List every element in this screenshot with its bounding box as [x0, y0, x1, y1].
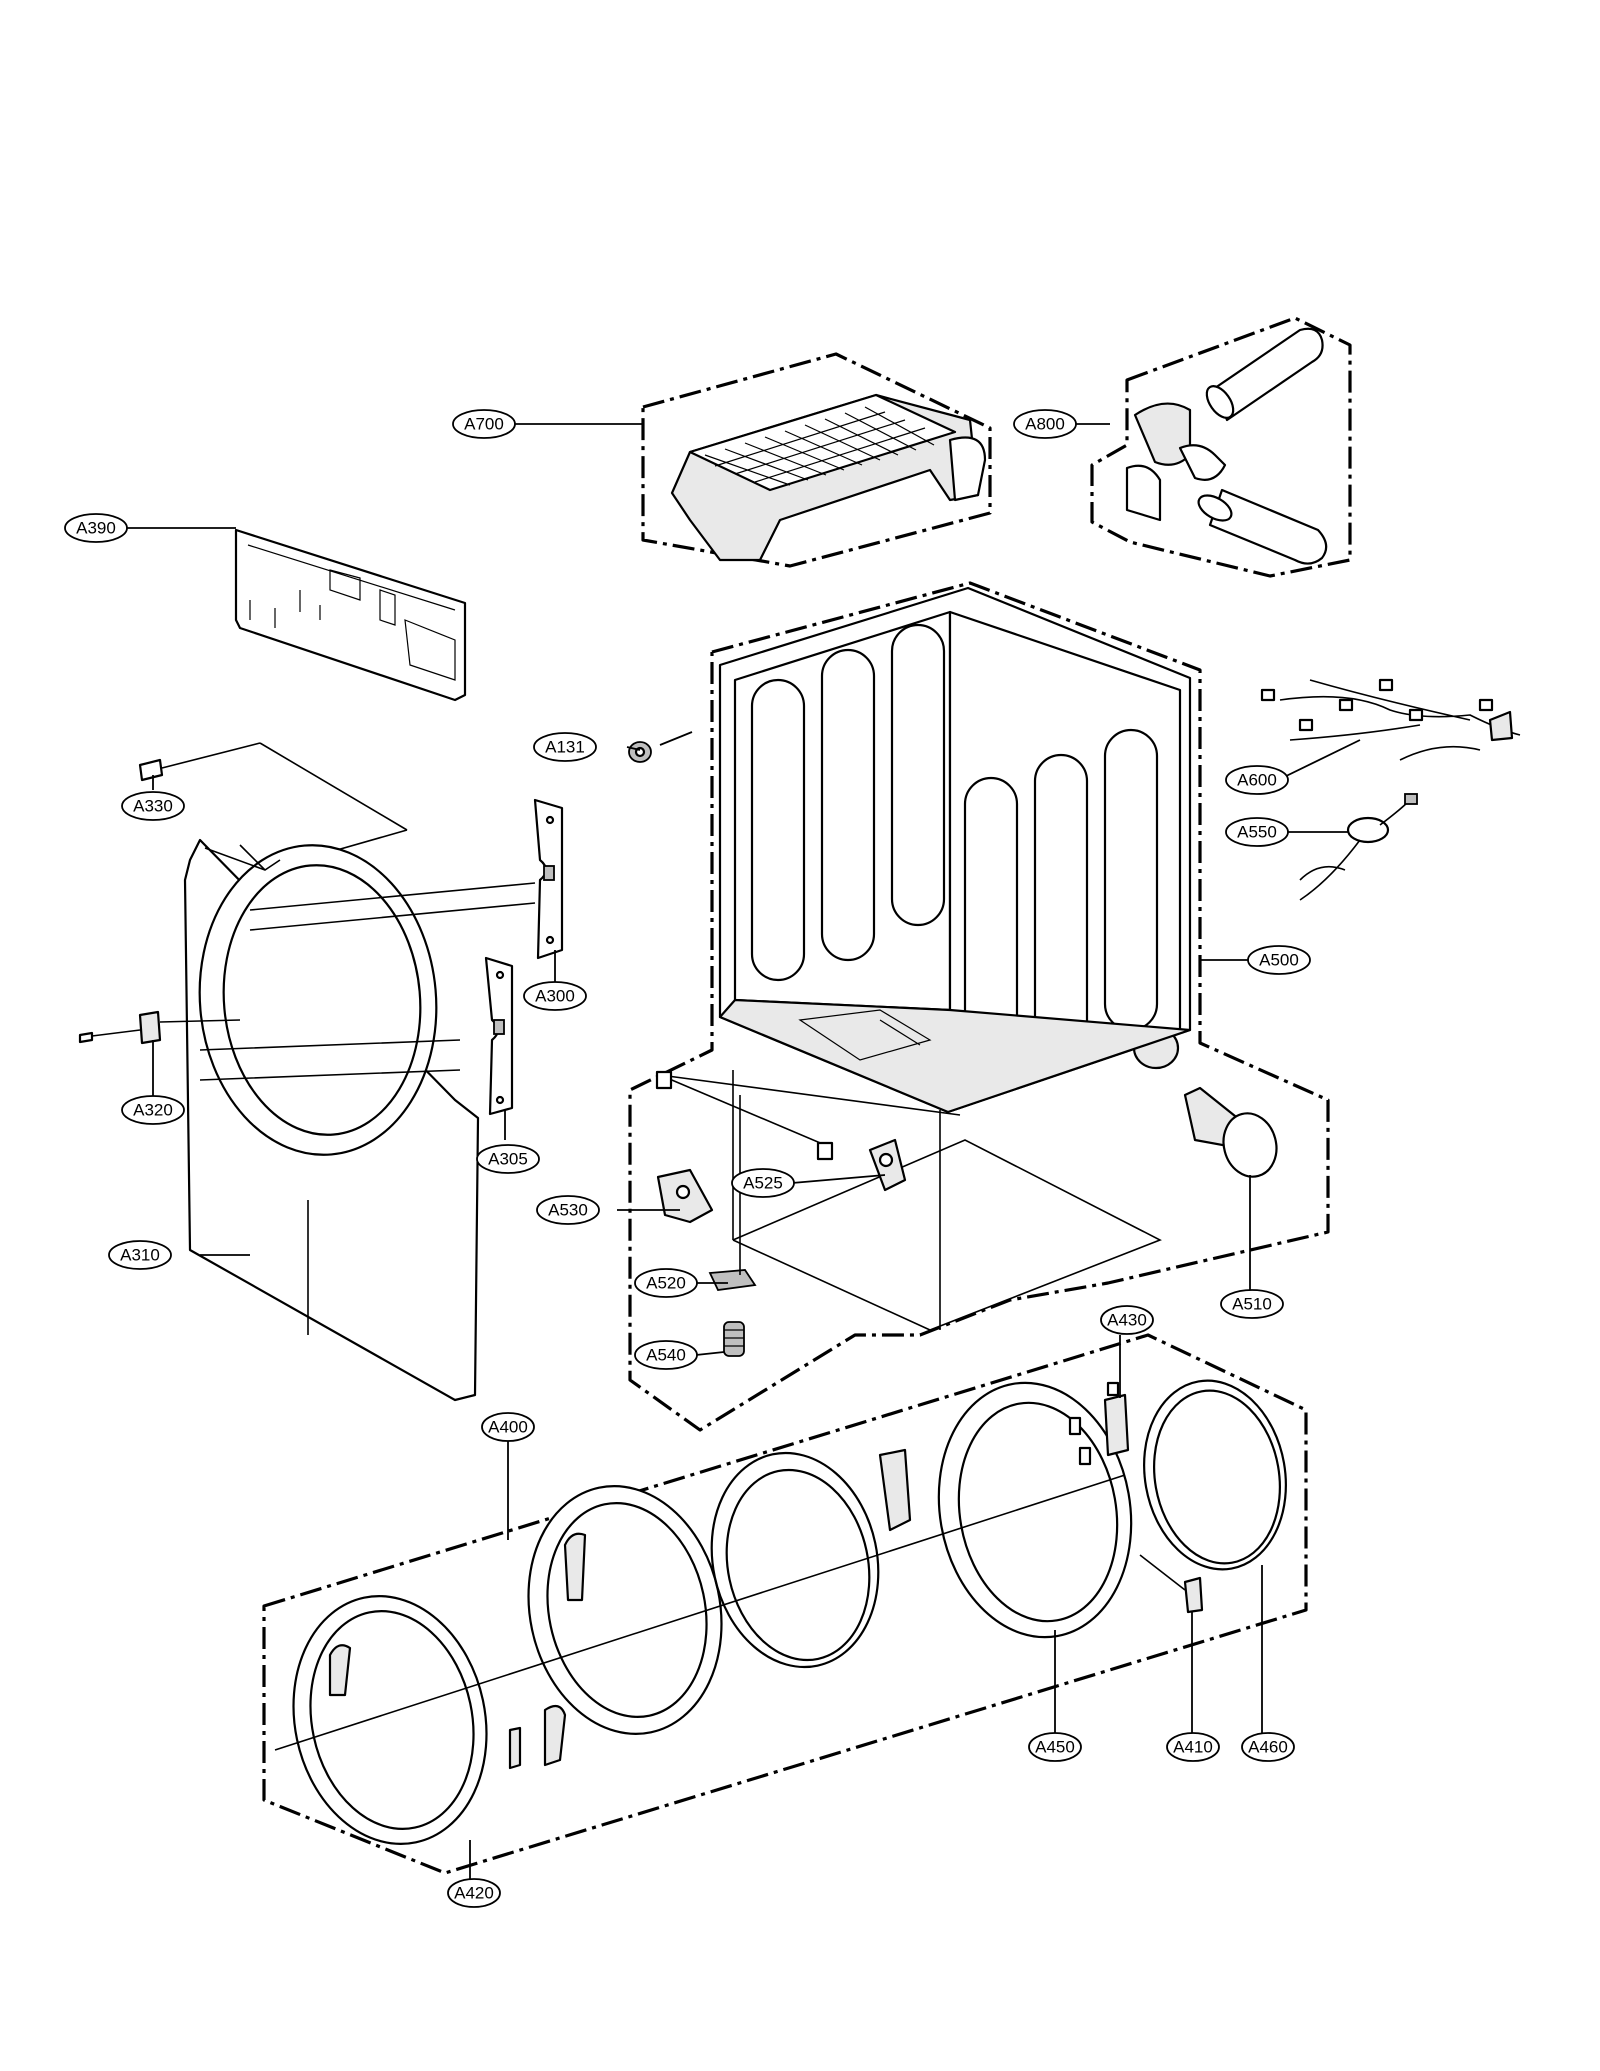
- callout-A450: A450: [1028, 1732, 1082, 1762]
- callout-label: A390: [76, 519, 116, 538]
- callout-A410: A410: [1166, 1732, 1220, 1762]
- front-panel-rails: [199, 882, 536, 1081]
- callout-A400: A400: [481, 1412, 535, 1442]
- callout-A510: A510: [1220, 1289, 1284, 1319]
- cabinet-base-frame: [655, 1070, 1162, 1331]
- callout-label: A510: [1232, 1295, 1272, 1314]
- grommet-part: [628, 731, 693, 763]
- callout-label: A420: [454, 1884, 494, 1903]
- wire-harness-part: [1260, 678, 1521, 761]
- exhaust-duct-part: [1183, 1086, 1278, 1178]
- callout-A131: A131: [533, 732, 597, 762]
- callout-label: A400: [488, 1418, 528, 1437]
- callout-label: A550: [1237, 823, 1277, 842]
- leveling-bracket-part: [868, 1138, 907, 1192]
- door-latch-part: [1139, 1554, 1204, 1614]
- cabinet-part: [628, 581, 1330, 1432]
- leveling-foot-part: [723, 1321, 745, 1357]
- callout-A520: A520: [634, 1268, 698, 1298]
- callout-A320: A320: [121, 1095, 185, 1125]
- callout-label: A310: [120, 1246, 160, 1265]
- callout-label: A460: [1248, 1738, 1288, 1757]
- door-outer-ring: [292, 1595, 488, 1845]
- callout-A330: A330: [121, 791, 185, 821]
- callout-label: A430: [1107, 1311, 1147, 1330]
- cabinet-left-ribs: [750, 623, 946, 982]
- callout-A390: A390: [64, 513, 128, 543]
- door-assembly-part: [262, 1333, 1308, 1875]
- door-handle-part: [508, 1726, 522, 1770]
- drying-rack-part: [641, 352, 992, 568]
- door-gasket-part: [1143, 1379, 1287, 1571]
- callout-label: A525: [743, 1174, 783, 1193]
- callout-label: A305: [488, 1150, 528, 1169]
- callout-label: A450: [1035, 1738, 1075, 1757]
- door-switch-part: [78, 1010, 241, 1045]
- callout-label: A500: [1259, 951, 1299, 970]
- door-inner-frame: [527, 1485, 723, 1735]
- callout-A600: A600: [1225, 765, 1289, 795]
- callout-label: A320: [133, 1101, 173, 1120]
- callout-A500: A500: [1247, 945, 1311, 975]
- door-hinge-cover: [878, 1448, 912, 1532]
- callout-A305: A305: [476, 1144, 540, 1174]
- power-cord-part: [1299, 793, 1418, 901]
- door-hinge-part: [1068, 1381, 1130, 1466]
- callout-A540: A540: [634, 1340, 698, 1370]
- callout-A550: A550: [1225, 817, 1289, 847]
- callout-A700: A700: [452, 409, 516, 439]
- lower-bracket-part: [484, 956, 514, 1116]
- callout-A300: A300: [523, 981, 587, 1011]
- callout-label: A131: [545, 738, 585, 757]
- back-panel-part: [234, 528, 467, 702]
- callout-A310: A310: [108, 1240, 172, 1270]
- callout-label: A300: [535, 987, 575, 1006]
- callout-A800: A800: [1013, 409, 1077, 439]
- duct-elbow-part: [1090, 316, 1352, 578]
- door-ring-part: [937, 1381, 1133, 1639]
- callout-label: A700: [464, 415, 504, 434]
- cabinet-right-ribs: [963, 728, 1159, 1080]
- callout-label: A520: [646, 1274, 686, 1293]
- callout-A530: A530: [536, 1195, 600, 1225]
- upper-bracket-part: [533, 798, 564, 960]
- callout-label: A540: [646, 1346, 686, 1365]
- callout-label: A600: [1237, 771, 1277, 790]
- front-panel-part: [183, 838, 480, 1402]
- callout-label: A530: [548, 1201, 588, 1220]
- door-lever-part: [543, 1704, 567, 1767]
- leader-lines: [127, 423, 1361, 1880]
- callout-label: A410: [1173, 1738, 1213, 1757]
- callout-label: A800: [1025, 415, 1065, 434]
- callout-A430: A430: [1100, 1305, 1154, 1335]
- callout-A460: A460: [1241, 1732, 1295, 1762]
- callout-A525: A525: [731, 1168, 795, 1198]
- callout-label: A330: [133, 797, 173, 816]
- callout-A420: A420: [447, 1878, 501, 1908]
- door-glass: [710, 1451, 880, 1669]
- mounting-bracket-part: [656, 1168, 714, 1224]
